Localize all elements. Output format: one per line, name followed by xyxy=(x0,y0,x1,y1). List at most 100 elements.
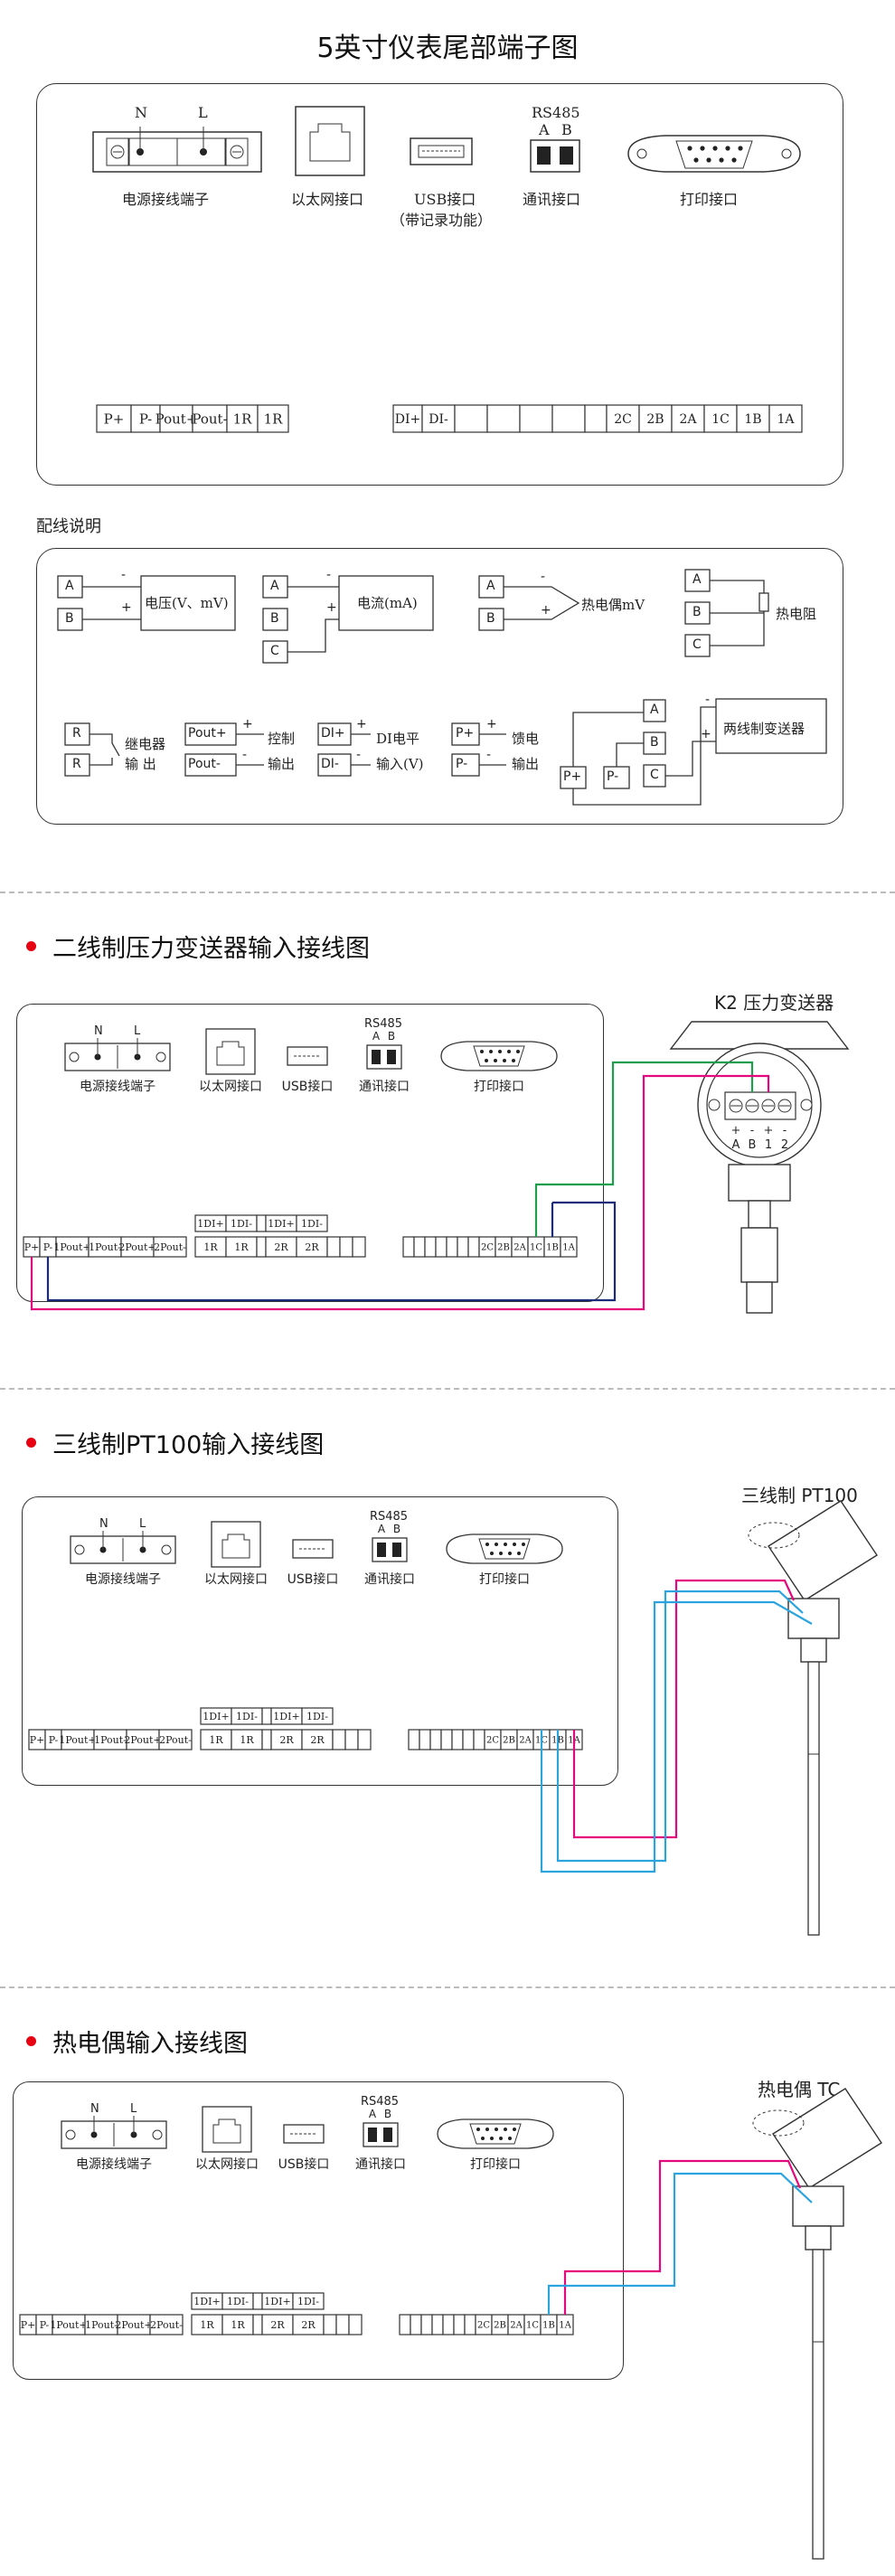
control-plus-term: Pout+ xyxy=(188,726,227,741)
terminal-cell xyxy=(454,404,488,433)
mini-left-strip: P+P-1Pout+1Pout-2Pout+2Pout- xyxy=(28,1729,193,1750)
power-terminal-icon xyxy=(92,127,262,173)
terminal-cell xyxy=(159,404,193,433)
pt100-probe-icon xyxy=(748,1500,878,1936)
terminal-cell xyxy=(424,1236,437,1258)
terminal-cell xyxy=(149,2314,184,2335)
terminal-label: 1R xyxy=(240,1734,254,1746)
terminal-cell xyxy=(519,404,553,433)
terminal-label: 1DI+ xyxy=(273,1711,299,1722)
tw-label: 两线制变送器 xyxy=(723,721,806,737)
relay-r2: R xyxy=(72,757,81,771)
terminal-label: 1Pout+ xyxy=(53,1241,90,1253)
di-minus: - xyxy=(356,748,362,762)
polarity-label: + xyxy=(764,1124,774,1137)
terminal-cell xyxy=(486,404,521,433)
feed-plus-term: P+ xyxy=(456,726,475,741)
terminal-label: 1DI+ xyxy=(264,2296,290,2307)
terminal-cell xyxy=(399,2314,411,2335)
voltage-label: 电压(V、mV) xyxy=(145,595,229,611)
tc-b: B xyxy=(486,611,495,626)
terminal-cell xyxy=(332,1729,346,1750)
terminal-cell xyxy=(326,1236,341,1258)
terminal-cell xyxy=(551,404,586,433)
voltage-b: B xyxy=(65,611,74,626)
terminal-label: 1DI- xyxy=(231,1218,252,1230)
rs485-title: RS485 xyxy=(364,1017,402,1031)
terminal-label: 1DI+ xyxy=(268,1218,294,1230)
terminal-cell xyxy=(435,1236,448,1258)
terminal-label: 2A xyxy=(679,412,697,427)
terminal-cell xyxy=(457,1236,469,1258)
di-plus: + xyxy=(356,717,367,731)
rs485-a-label: A xyxy=(369,2108,377,2120)
power-terminal-label: 电源接线端子 xyxy=(80,1079,155,1094)
di-minus-term: DI- xyxy=(321,757,339,771)
feed-label2: 输出 xyxy=(512,756,540,772)
mini-left-strip: P+P-1Pout+1Pout-2Pout+2Pout- xyxy=(23,1236,187,1258)
rs485-port-icon xyxy=(530,139,580,173)
wire-blue xyxy=(547,2172,813,2315)
terminal-cell xyxy=(153,1236,187,1258)
mini-panel-frame-3 xyxy=(13,2081,624,2380)
di-label1: DI电平 xyxy=(376,731,419,747)
terminal-label: 2A xyxy=(519,1736,532,1746)
terminal-label: 2Pout- xyxy=(150,2319,183,2331)
terminal-cell xyxy=(357,1729,372,1750)
current-b: B xyxy=(270,611,279,626)
feed-minus-term: P- xyxy=(456,757,468,771)
terminal-cell xyxy=(442,2314,455,2335)
terminal-label: 2R xyxy=(301,2319,316,2331)
control-plus: + xyxy=(242,717,253,731)
terminal-label: 1DI+ xyxy=(193,2296,220,2307)
terminal-label: 1Pout+ xyxy=(50,2319,87,2331)
power-n-label: N xyxy=(135,104,147,121)
terminal-cell xyxy=(584,404,608,433)
power-l-label: L xyxy=(134,1024,141,1038)
terminal-label: 1R xyxy=(231,2319,245,2331)
mini-di-header: 1DI+1DI-1DI+1DI- xyxy=(200,1707,334,1725)
terminal-label: 1B xyxy=(744,412,761,427)
terminal-cell xyxy=(453,2314,466,2335)
rtd-label: 热电阻 xyxy=(776,606,817,622)
polarity-label: - xyxy=(783,1124,787,1137)
feed-minus: - xyxy=(486,748,492,762)
terminal-cell xyxy=(467,1236,480,1258)
print-port-icon xyxy=(627,135,801,173)
terminal-cell xyxy=(252,2314,263,2335)
mini-panel-frame-1 xyxy=(16,1004,604,1302)
terminal-cell xyxy=(408,1729,420,1750)
terminal-label: 1A xyxy=(562,1243,575,1253)
ethernet-label: 以太网接口 xyxy=(195,2156,259,2172)
terminal-label: 1Pout- xyxy=(89,1241,121,1253)
device-title: 热电偶 TC xyxy=(758,2079,841,2100)
wire-pink xyxy=(30,1074,770,1311)
terminal-label: 1R xyxy=(200,2319,214,2331)
tw-a: A xyxy=(650,703,659,717)
di-plus-term: DI+ xyxy=(321,726,345,741)
terminal-label: 1 xyxy=(765,1138,772,1152)
control-minus-term: Pout- xyxy=(188,757,221,771)
power-terminal-label: 电源接线端子 xyxy=(76,2156,152,2172)
terminal-label: 1C xyxy=(526,2321,539,2331)
terminal-label: 2R xyxy=(305,1241,319,1253)
usb-label: USB接口 xyxy=(414,191,476,208)
wire-green xyxy=(534,1061,754,1237)
rs485-b-label: B xyxy=(384,2108,391,2120)
terminal-cell xyxy=(736,404,770,433)
terminal-label: 2Pout+ xyxy=(115,2319,152,2331)
section-divider xyxy=(0,1388,895,1390)
terminal-label: P- xyxy=(40,2319,50,2331)
power-l-label: L xyxy=(198,104,208,121)
wiring-notes-frame xyxy=(36,548,843,825)
usb-port-icon xyxy=(410,137,473,165)
terminal-label: 2C xyxy=(477,2321,490,2331)
rs485-title: RS485 xyxy=(532,104,580,121)
terminal-label: P+ xyxy=(104,410,125,427)
wiring-notes-drawing xyxy=(57,569,827,806)
terminal-label: 2Pout- xyxy=(154,1241,186,1253)
